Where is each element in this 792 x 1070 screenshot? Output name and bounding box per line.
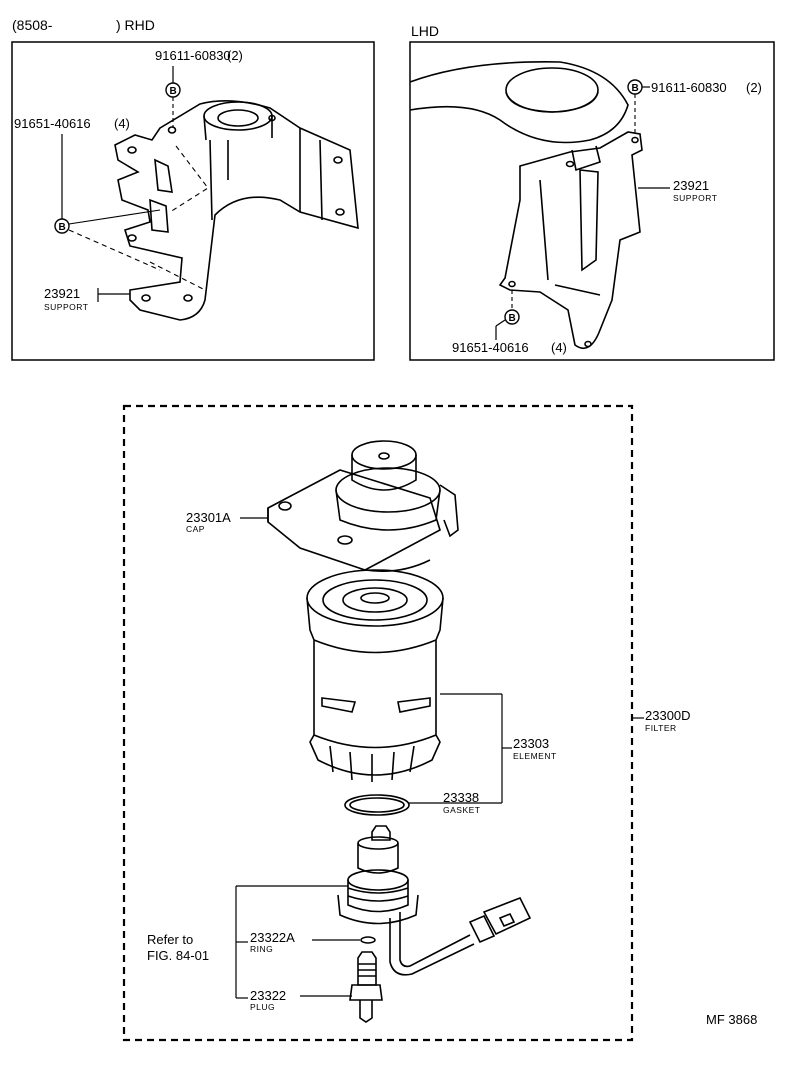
filter-cap (267, 440, 459, 573)
lhd-bolt-bottom-marker-text: B (509, 313, 516, 324)
lhd-bolt-top-callout: B 91611-60830 (2) (627, 79, 762, 134)
lhd-support-name: SUPPORT (673, 193, 717, 203)
filter-sensor-assembly (337, 825, 532, 976)
filter-name: FILTER (645, 723, 677, 733)
rhd-support-part: 23921 (44, 286, 80, 301)
gasket-name: GASKET (443, 805, 480, 815)
refer-callout: Refer to FIG. 84-01 23322A RING 23322 PL… (147, 885, 360, 1012)
filter-element (306, 569, 444, 782)
filter-assembly: 23301A CAP 23303 (122, 404, 691, 1042)
element-part: 23303 (513, 736, 549, 751)
cap-callout: 23301A CAP (186, 510, 268, 534)
rhd-bolt-left-marker (54, 218, 70, 234)
lhd-bolt-top-qty: (2) (746, 80, 762, 95)
rhd-panel-frame (11, 41, 375, 361)
lhd-panel-frame (409, 41, 775, 361)
rhd-bolt-left-callout: 91651-40616 (4) B (14, 116, 161, 271)
element-gasket-callout: 23303 ELEMENT 23338 GASKET (409, 693, 557, 815)
lhd-support-callout: 23921 SUPPORT (638, 178, 717, 203)
lhd-bolt-bottom-marker (504, 309, 520, 325)
filter-part: 23300D (645, 708, 691, 723)
plug-part: 23322 (250, 988, 286, 1003)
refer-line1: Refer to (147, 932, 193, 947)
plug-name: PLUG (250, 1002, 275, 1012)
rhd-support-callout: 23921 SUPPORT (44, 286, 130, 312)
rhd-bolt-top-callout: 91611-60830 (2) B (155, 48, 243, 128)
lhd-bolt-bottom-callout: B 91651-40616 (4) (452, 290, 567, 355)
rhd-bolt-top-qty: (2) (227, 48, 243, 63)
rhd-bolt-left-qty: (4) (114, 116, 130, 131)
lhd-header: LHD (411, 23, 439, 39)
lhd-bolt-top-part: 91611-60830 (651, 80, 727, 95)
lhd-bolt-bottom-part: 91651-40616 (452, 340, 529, 355)
filter-plug (349, 951, 383, 1023)
lhd-bolt-top-marker-text: B (632, 83, 639, 94)
lhd-support-part: 23921 (673, 178, 709, 193)
lhd-support-bracket (409, 61, 643, 349)
cap-name: CAP (186, 524, 205, 534)
rhd-bolt-top-marker-text: B (170, 86, 177, 97)
figure-code: MF 3868 (706, 1012, 757, 1027)
rhd-bolt-top-part: 91611-60830 (155, 48, 231, 63)
lhd-panel: B 91611-60830 (2) 23921 SUPPORT B 91651-… (409, 41, 775, 361)
rhd-support-bracket (114, 100, 359, 321)
gasket-part: 23338 (443, 790, 479, 805)
ring-part: 23322A (250, 930, 295, 945)
rhd-panel: 91611-60830 (2) B 91651-40616 (4) B 2392… (11, 41, 375, 361)
filter-callout: 23300D FILTER (632, 708, 691, 733)
rhd-bolt-left-marker-text: B (59, 222, 66, 233)
element-name: ELEMENT (513, 751, 557, 761)
ring-name: RING (250, 944, 273, 954)
filter-gasket (344, 794, 410, 816)
rhd-header: ) RHD (116, 17, 155, 33)
rhd-bolt-left-part: 91651-40616 (14, 116, 91, 131)
filter-assembly-frame (122, 404, 634, 1042)
refer-line2: FIG. 84-01 (147, 948, 209, 963)
filter-ring (360, 936, 376, 944)
rhd-date-header: (8508- (12, 17, 53, 33)
rhd-support-name: SUPPORT (44, 302, 88, 312)
cap-part: 23301A (186, 510, 231, 525)
lhd-bolt-bottom-qty: (4) (551, 340, 567, 355)
